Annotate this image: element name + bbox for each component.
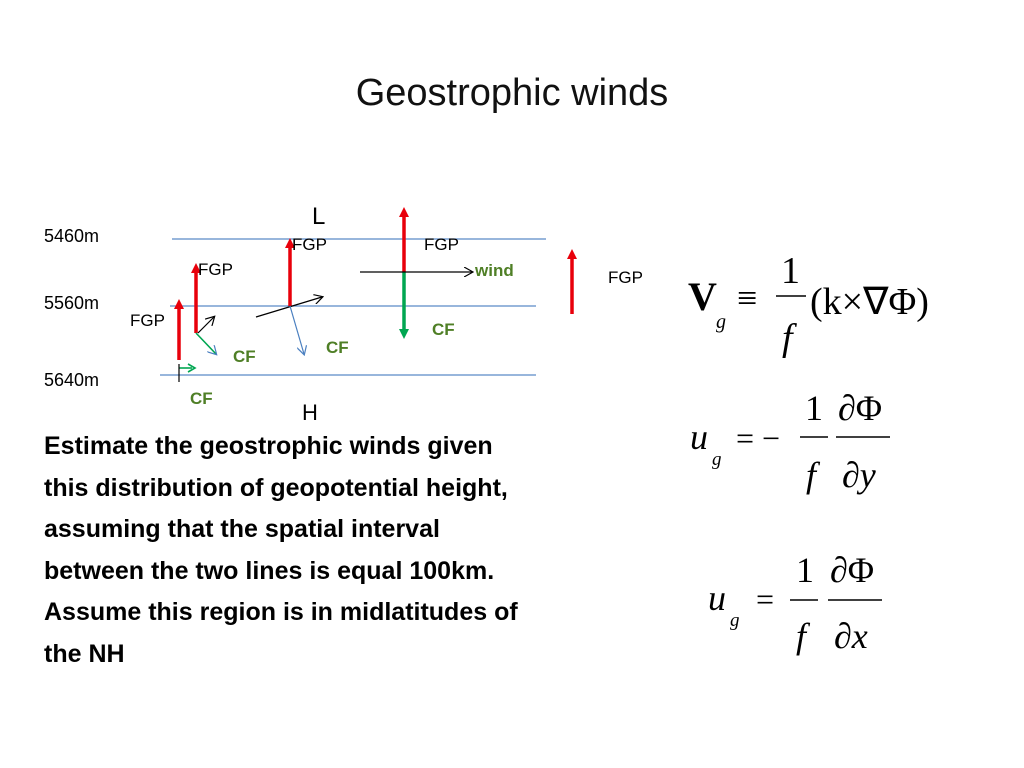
cf-label-1: CF <box>233 347 256 366</box>
eq1-den: f <box>782 317 797 359</box>
high-pressure-label: H <box>302 400 318 425</box>
wind-label: wind <box>474 261 514 280</box>
cf-label-3: CF <box>432 320 455 339</box>
eq3-den: f <box>796 616 811 656</box>
eq1-lhs-sub: g <box>716 311 726 333</box>
eq3-lhs: u <box>708 578 726 618</box>
eq2-op: = − <box>736 420 780 456</box>
fgp-label-2: FGP <box>198 260 233 279</box>
eq3-dden: ∂x <box>834 616 868 656</box>
eq2-den: f <box>806 455 821 495</box>
eq2-dden: ∂y <box>842 455 876 495</box>
contour-label-5460: 5460m <box>44 226 99 246</box>
cf-label-4: CF <box>190 389 213 408</box>
eq3-lhs-sub: g <box>730 610 740 631</box>
wind-arrow-mid <box>255 297 322 318</box>
cf-arrow-2 <box>195 332 216 354</box>
wind-arrow-left <box>197 317 214 334</box>
cf-arrow-3-head <box>187 363 197 373</box>
low-pressure-label: L <box>312 203 325 230</box>
equation-ug-x: u g = 1 f ∂Φ ∂x <box>708 550 882 656</box>
eq3-op: = <box>756 581 774 617</box>
fgp-label-4: FGP <box>424 235 459 254</box>
eq1-op: ≡ <box>737 278 757 318</box>
fgp-label-1: FGP <box>130 311 165 330</box>
eq2-num: 1 <box>805 388 823 428</box>
eq1-lhs: V <box>688 274 717 319</box>
eq2-dnum: ∂Φ <box>838 388 882 428</box>
eq3-dnum: ∂Φ <box>830 550 874 590</box>
equation-vg: V g ≡ 1 f (k×∇Φ) <box>688 250 929 359</box>
problem-statement: Estimate the geostrophic winds given thi… <box>44 432 518 668</box>
eq2-lhs: u <box>690 417 708 457</box>
cf-label-2: CF <box>326 338 349 357</box>
contour-label-5640: 5640m <box>44 370 99 390</box>
slide-title: Geostrophic winds <box>355 72 669 114</box>
velocity-arrow <box>289 305 304 354</box>
eq1-rhs: (k×∇Φ) <box>810 281 929 323</box>
eq1-num: 1 <box>781 250 800 292</box>
equation-ug-y: u g = − 1 f ∂Φ ∂y <box>690 388 890 495</box>
fgp-label-5: FGP <box>608 268 643 287</box>
contour-label-5560: 5560m <box>44 293 99 313</box>
eq2-lhs-sub: g <box>712 449 722 470</box>
fgp-label-3: FGP <box>292 235 327 254</box>
eq3-num: 1 <box>796 550 814 590</box>
